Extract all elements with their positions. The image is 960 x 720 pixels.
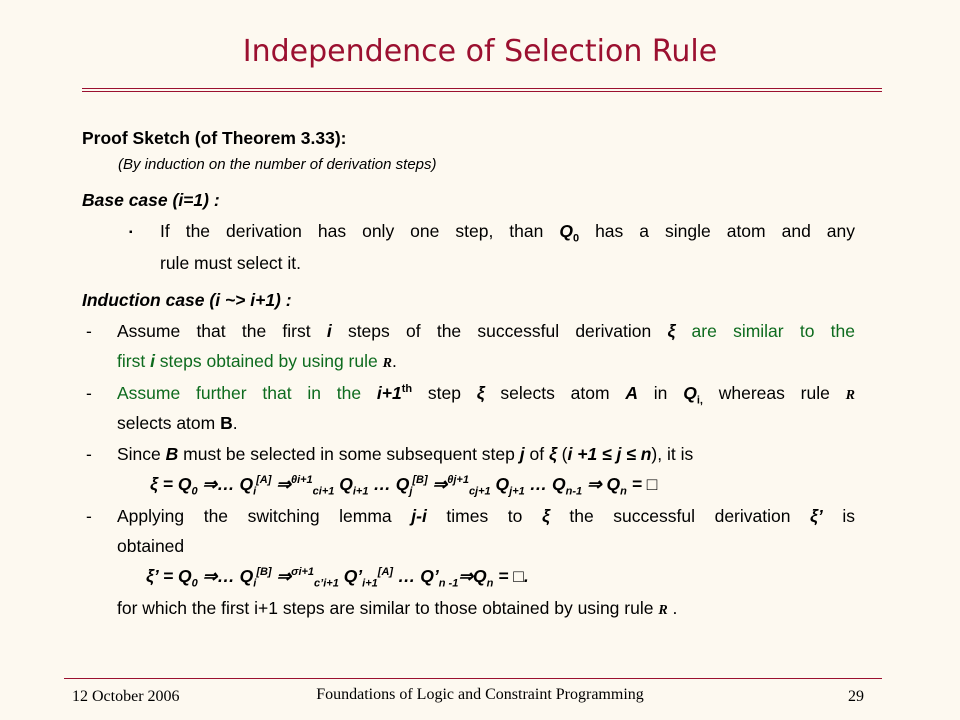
- induction-line7: obtained: [117, 536, 185, 556]
- final-line: for which the first i+1 steps are simila…: [117, 598, 678, 618]
- footer-divider: [64, 678, 882, 679]
- dash-marker: -: [86, 321, 92, 341]
- induction-line6: Applying the switching lemma j-i times t…: [117, 506, 855, 526]
- dash-marker: -: [86, 383, 92, 403]
- base-case-heading: Base case (i=1) :: [82, 190, 220, 210]
- induction-line3: Assume further that in the i+1th step ξ …: [117, 383, 855, 407]
- slide-title: Independence of Selection Rule: [242, 34, 718, 69]
- derivation-formula-1: ξ = Q0 ⇒… Qi[A] ⇒θi+1ci+1 Qi+1 … Qj[B] ⇒…: [150, 474, 658, 498]
- footer-course: Foundations of Logic and Constraint Prog…: [316, 686, 644, 703]
- induction-line5: Since B must be selected in some subsequ…: [117, 444, 694, 464]
- induction-line2: first i steps obtained by using rule R.: [117, 351, 397, 371]
- dash-marker: -: [86, 506, 92, 526]
- footer-page-number: 29: [848, 688, 864, 705]
- proof-heading: Proof Sketch (of Theorem 3.33):: [82, 128, 347, 148]
- base-case-line2: rule must select it.: [160, 253, 302, 273]
- title-divider: [82, 88, 882, 92]
- derivation-formula-2: ξ’ = Q0 ⇒… Qi[B] ⇒σi+1c’i+1 Q’i+1[A] … Q…: [146, 566, 529, 590]
- proof-note: (By induction on the number of derivatio…: [118, 156, 437, 173]
- induction-line4: selects atom B.: [117, 413, 238, 433]
- induction-heading: Induction case (i ~> i+1) :: [82, 290, 292, 310]
- bullet-marker: ▪: [129, 227, 133, 238]
- induction-line1: Assume that the first i steps of the suc…: [117, 321, 856, 341]
- base-case-line1: If the derivation has only one step, tha…: [160, 221, 855, 245]
- dash-marker: -: [86, 444, 92, 464]
- footer-date: 12 October 2006: [72, 688, 180, 705]
